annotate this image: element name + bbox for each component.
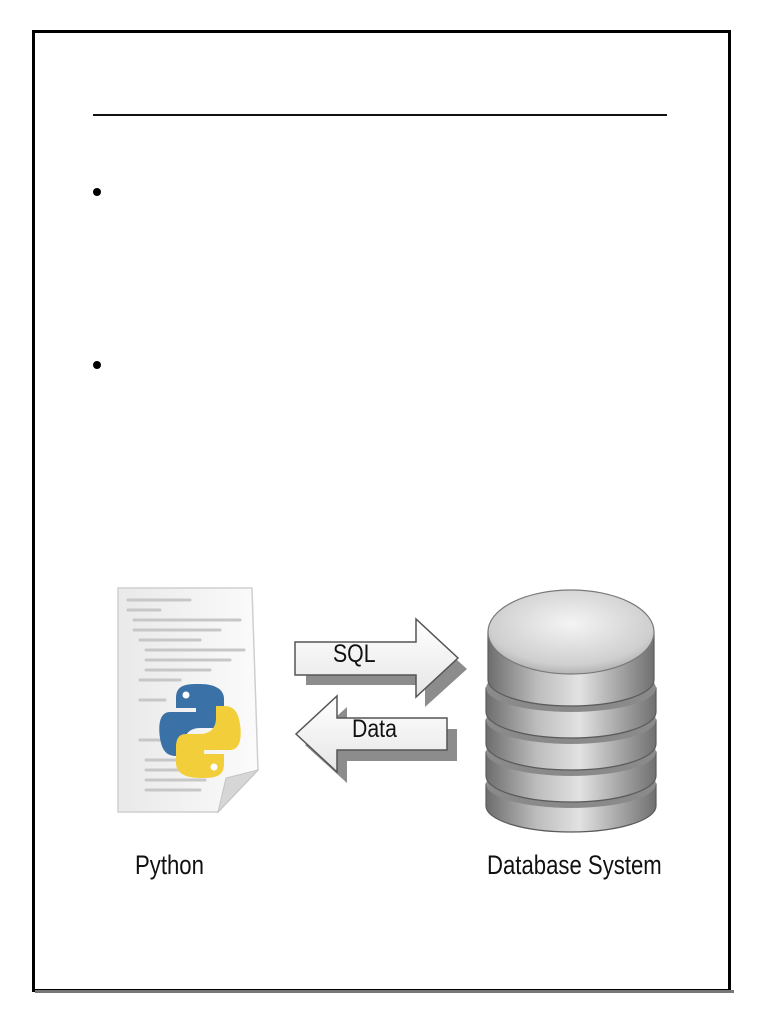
bullet-2 [93, 361, 103, 371]
bullet-1 [93, 188, 103, 198]
python-label: Python [135, 850, 204, 880]
database-system-label: Database System [487, 850, 662, 880]
sql-arrow-label: SQL [333, 640, 376, 668]
python-file-icon [117, 587, 260, 814]
page-frame [32, 30, 731, 992]
data-arrow-label: Data [352, 715, 397, 743]
title-rule [93, 114, 667, 116]
frame-shadow [35, 990, 734, 993]
database-icon [485, 589, 657, 833]
right-arrow-icon [294, 617, 467, 707]
left-arrow-icon [294, 694, 457, 783]
